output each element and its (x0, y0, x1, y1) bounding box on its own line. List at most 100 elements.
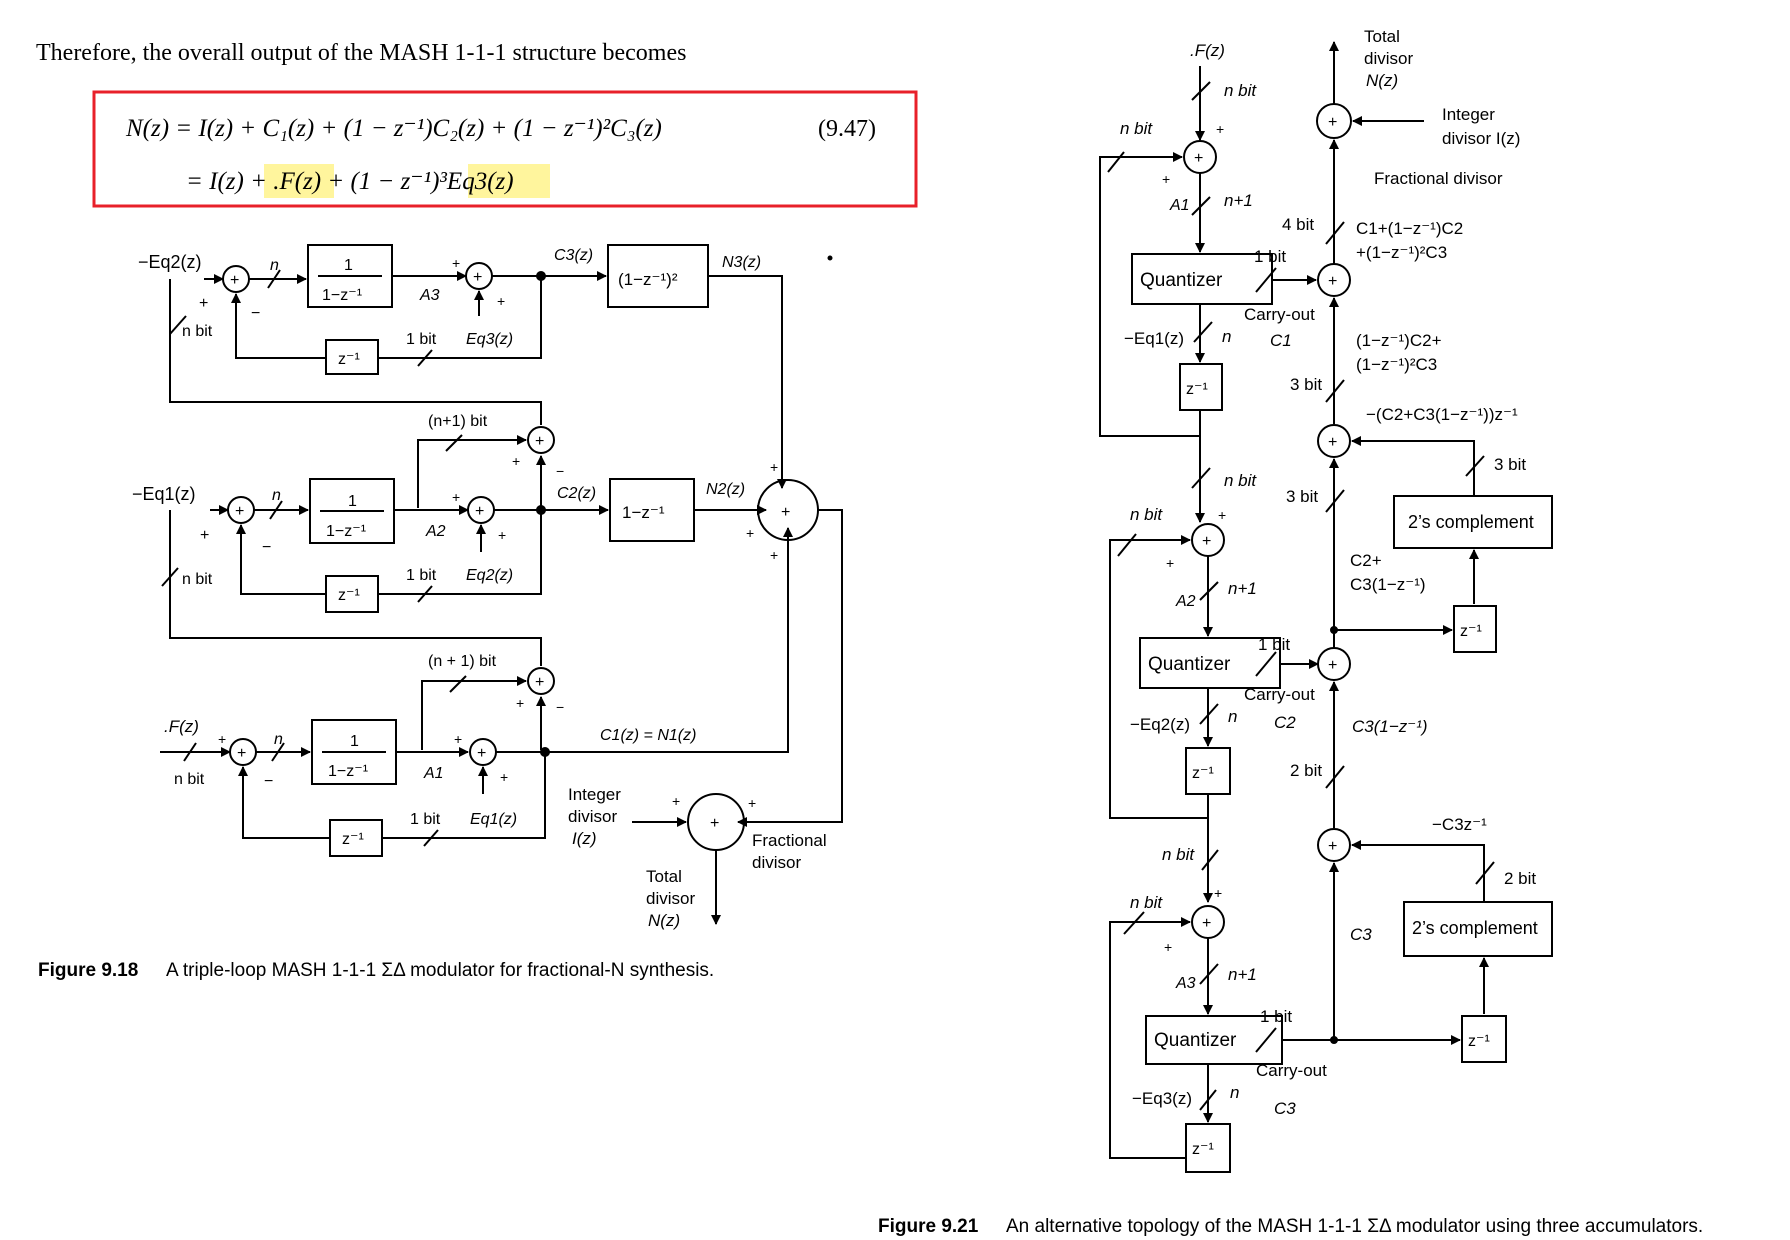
f918-s3-c3: C3(z) (554, 247, 593, 264)
f921-c2c3b: C3(1−z⁻¹) (1350, 575, 1426, 594)
f921-quantizer3-label: Quantizer (1154, 1030, 1237, 1051)
f918-final-plus1: + (672, 793, 680, 809)
f921-acc3-fb-nbit: n bit (1130, 893, 1163, 912)
f918-s2-plus: + (200, 527, 209, 544)
f918-s1-1bit: 1 bit (410, 811, 441, 828)
f918-s2-adder-sign: + (235, 503, 244, 520)
f921-1bit-c: 1 bit (1260, 1007, 1292, 1026)
equation-term-eq3: Eq3(z) (446, 168, 514, 195)
f918-s3-1bit: 1 bit (406, 331, 437, 348)
f918-s1-adder-sign: + (237, 745, 246, 762)
f921-f-slash (1191, 81, 1211, 101)
f921-carry2: Carry-out (1244, 685, 1315, 704)
f918-s1-n: n (274, 731, 283, 748)
f921-acc1-fb (1099, 152, 1201, 437)
f918-s3-plus3: + (497, 293, 505, 309)
f921-suma1: C1+(1−z⁻¹)C2 (1356, 219, 1463, 238)
f918-s1-minus: − (264, 773, 273, 790)
f921-carry1: Carry-out (1244, 305, 1315, 324)
f921-b-slash (1325, 379, 1345, 403)
f918-s3-fb-arrow (231, 293, 326, 359)
f918-s1-plus: + (218, 731, 226, 747)
f918-s3-eq3: Eq3(z) (466, 331, 513, 348)
f918-s1-adder2-sign: + (477, 745, 486, 762)
figure-9-18: −Eq2(z) + n + − 1 1−z⁻¹ A3 + + + Eq3(z) … (132, 244, 843, 930)
f921-adder-c1 (1317, 263, 1351, 297)
f921-adder-c3-sign: + (1328, 838, 1337, 855)
f918-s3-to-sum (708, 275, 787, 489)
f918-frac-div1: Fractional (752, 831, 827, 850)
f918-s2-nbit: n bit (182, 571, 213, 588)
f918-s3-n: n (270, 257, 279, 274)
f921-c1: C1 (1270, 331, 1292, 350)
f921-q2-slash (1199, 703, 1219, 725)
f921-acc2-fb-nbit: n bit (1130, 505, 1163, 524)
f918-out-plus3: + (770, 547, 778, 563)
f921-acc3-n1: n+1 (1228, 965, 1257, 984)
f921-acc1-n1: n+1 (1224, 191, 1253, 210)
f921-a2: A2 (1175, 593, 1196, 610)
f918-int-div2: divisor (568, 807, 617, 826)
f918-s2-n1bit: (n+1) bit (428, 413, 488, 430)
f918-s3-den: 1−z⁻¹ (322, 287, 362, 304)
f918-final-sign: + (710, 815, 719, 832)
f921-twos2-label: 2’s complement (1412, 918, 1538, 938)
f918-s2-fb-arrow (236, 524, 326, 595)
f918-s2-minus: − (262, 539, 271, 556)
f918-s2-n2: N2(z) (706, 481, 745, 498)
f918-out-sum-sign: + (781, 504, 790, 521)
f921-sumb1: (1−z⁻¹)C2+ (1356, 331, 1442, 350)
f921-adder-neg-sign: + (1328, 434, 1337, 451)
f921-negc: −(C2+C3(1−z⁻¹))z⁻¹ (1366, 405, 1518, 424)
f918-sub-23-minus: − (556, 463, 564, 479)
f918-s2-adder2-sign: + (475, 503, 484, 520)
f918-s1-fb-arrow (238, 766, 330, 839)
f918-s1-one: 1 (350, 733, 359, 750)
f918-s2-zinv: z⁻¹ (338, 587, 360, 604)
f921-f: .F(z) (1190, 41, 1225, 60)
equation-term-f: .F(z) (273, 168, 321, 195)
f921-suma2: +(1−z⁻¹)²C3 (1356, 243, 1447, 262)
f918-out-plus2: + (746, 525, 754, 541)
f921-delay2-label: z⁻¹ (1192, 765, 1214, 782)
f918-s1-fb-slash (423, 829, 439, 847)
f921-negc3-arrow (1351, 840, 1485, 902)
f921-eq3-n: n (1230, 1083, 1239, 1102)
f921-acc1-fb-nbit: n bit (1120, 119, 1153, 138)
f921-frac: Fractional divisor (1374, 169, 1503, 188)
f921-tot1: Total (1364, 27, 1400, 46)
figure-9-21: .F(z) n bit + + + A1 n+1 Quantizer −Eq1(… (1099, 27, 1553, 1173)
f921-c3diff: C3(1−z⁻¹) (1352, 717, 1428, 736)
f918-s3-link (169, 279, 542, 425)
f921-acc3-in-nbit: n bit (1162, 845, 1195, 864)
f921-node-c3 (1330, 1036, 1338, 1044)
f918-s2-den: 1−z⁻¹ (326, 523, 366, 540)
f921-1bit-b: 1 bit (1258, 635, 1290, 654)
f921-acc2-n1: n+1 (1228, 579, 1257, 598)
f918-s2-n1-slash (445, 434, 463, 452)
f921-delay-r1 (1453, 605, 1497, 653)
f921-adder-c3 (1317, 828, 1351, 862)
f921-acc1-slash (1191, 196, 1211, 216)
f921-sumb2: (1−z⁻¹)²C3 (1356, 355, 1437, 374)
f921-c3: C3 (1274, 1099, 1296, 1118)
f918-s2-link (169, 510, 542, 666)
f918-s1-zinv: z⁻¹ (342, 831, 364, 848)
f921-adder-c2-sign: + (1328, 657, 1337, 674)
f921-acc1-sign: + (1194, 150, 1203, 167)
f918-int-div3: I(z) (572, 829, 597, 848)
f921-q3-slash (1199, 1089, 1217, 1111)
f918-out-plus1: + (770, 459, 778, 475)
f921-frac-slash (1325, 221, 1345, 245)
f918-s3-adder2-sign: + (473, 269, 482, 286)
f918-s2-1bit: 1 bit (406, 567, 437, 584)
f918-sub-12-plus: + (516, 695, 524, 711)
equation-box (92, 90, 918, 208)
f918-s3-nbit: n bit (182, 323, 213, 340)
f921-4bit: 4 bit (1282, 215, 1314, 234)
f921-negc3-slash (1475, 861, 1495, 885)
f921-eq1: −Eq1(z) (1124, 329, 1184, 348)
f921-acc3-sign: + (1202, 915, 1211, 932)
f921-caption-label: Figure 9.21 (878, 1216, 979, 1237)
f921-delay1-label: z⁻¹ (1186, 381, 1208, 398)
